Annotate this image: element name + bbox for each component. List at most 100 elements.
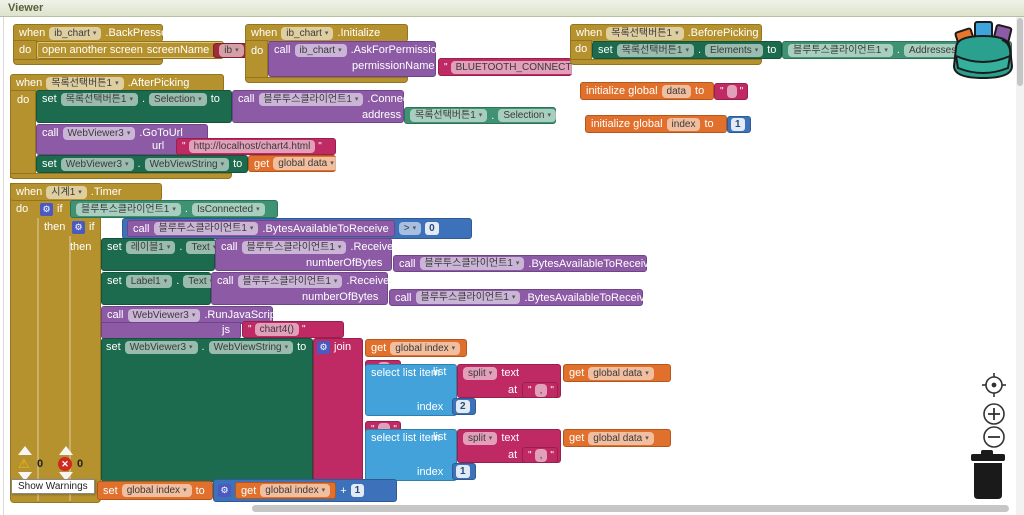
math-plus-block[interactable]: ⚙ get global index + 1 bbox=[213, 479, 397, 502]
property-dropdown[interactable]: Text bbox=[186, 241, 222, 254]
component-dropdown[interactable]: 목록선택버튼1 bbox=[46, 76, 124, 90]
block-wall[interactable] bbox=[10, 90, 36, 178]
variable-dropdown[interactable]: global data bbox=[273, 157, 339, 170]
screen-dropdown[interactable]: ib bbox=[219, 43, 244, 57]
component-dropdown[interactable]: 목록선택버튼1 bbox=[606, 26, 684, 40]
text-value[interactable]: chart4() bbox=[254, 323, 300, 336]
text-value[interactable]: , bbox=[534, 383, 548, 397]
text-value[interactable]: , bbox=[534, 448, 548, 462]
text-block-comma[interactable]: , bbox=[522, 447, 558, 463]
property-dropdown[interactable]: Elements bbox=[705, 43, 764, 57]
mutator-gear-icon[interactable]: ⚙ bbox=[40, 203, 53, 216]
set-webviewstring-header[interactable]: set WebViewer3 . WebViewString to bbox=[101, 338, 313, 356]
horizontal-scrollbar-thumb[interactable] bbox=[252, 505, 1009, 512]
call-bytesavailable-block[interactable]: call 블루투스클라이언트1 .BytesAvailableToReceive bbox=[393, 255, 655, 272]
show-warnings-tooltip[interactable]: Show Warnings bbox=[11, 479, 95, 494]
vertical-scrollbar-track[interactable] bbox=[1016, 17, 1024, 515]
mutator-gear-icon[interactable]: ⚙ bbox=[218, 484, 231, 497]
open-screen-block[interactable]: open another screen screenName ib bbox=[36, 41, 250, 59]
get-selection-block[interactable]: 목록선택버튼1 . Selection bbox=[404, 107, 556, 124]
call-receivetext-block[interactable]: call 블루투스클라이언트1 .ReceiveText bbox=[215, 238, 413, 271]
error-icon[interactable]: ✕ bbox=[58, 457, 72, 471]
property-dropdown[interactable]: WebViewString bbox=[208, 340, 294, 354]
vertical-scrollbar-thumb[interactable] bbox=[1017, 18, 1023, 86]
component-dropdown[interactable]: WebViewer3 bbox=[124, 340, 198, 354]
call-bytesavailable-block[interactable]: call 블루투스클라이언트1 .BytesAvailableToReceive bbox=[127, 220, 395, 237]
property-dropdown[interactable]: IsConnected bbox=[191, 202, 265, 216]
number-value[interactable]: 1 bbox=[456, 465, 470, 478]
component-dropdown[interactable]: Label1 bbox=[125, 275, 173, 288]
get-isconnected-block[interactable]: 블루투스클라이언트1 . IsConnected bbox=[70, 200, 278, 218]
set-elements-block[interactable]: set 목록선택버튼1 . Elements to bbox=[592, 41, 782, 59]
text-value[interactable]: BLUETOOTH_CONNECT bbox=[450, 60, 577, 74]
split-dropdown[interactable]: split bbox=[463, 432, 498, 445]
mutator-gear-icon[interactable]: ⚙ bbox=[72, 221, 85, 234]
component-dropdown[interactable]: WebViewer3 bbox=[62, 127, 136, 140]
component-dropdown[interactable]: 시계1 bbox=[46, 185, 87, 199]
component-dropdown[interactable]: 블루투스클라이언트1 bbox=[788, 43, 893, 57]
comparison-block[interactable]: call 블루투스클라이언트1 .BytesAvailableToReceive… bbox=[122, 218, 472, 239]
block-bottom[interactable] bbox=[13, 59, 163, 65]
empty-string-socket[interactable] bbox=[726, 85, 737, 98]
join-block-body[interactable] bbox=[313, 338, 363, 482]
variable-name[interactable]: index bbox=[666, 117, 701, 131]
event-block-timer[interactable]: when 시계1 .Timer bbox=[10, 183, 162, 201]
component-dropdown[interactable]: 블루투스클라이언트1 bbox=[237, 275, 343, 288]
get-global-index-block[interactable]: get global index bbox=[235, 482, 337, 499]
set-label1-text-block[interactable]: set Label1 . Text to bbox=[101, 272, 231, 305]
component-dropdown[interactable]: WebViewer3 bbox=[60, 157, 134, 171]
call-connect-block[interactable]: call 블루투스클라이언트1 .Connect bbox=[232, 90, 411, 123]
number-block[interactable]: 2 bbox=[452, 398, 476, 415]
component-dropdown[interactable]: 목록선택버튼1 bbox=[410, 109, 488, 122]
set-selection-block[interactable]: set 목록선택버튼1 . Selection to bbox=[36, 90, 232, 123]
init-global-index-block[interactable]: initialize global index to bbox=[585, 115, 727, 133]
property-dropdown[interactable]: Selection bbox=[149, 93, 207, 106]
trash-can-icon[interactable] bbox=[964, 448, 1014, 504]
set-webviewstring-block[interactable]: set WebViewer3 . WebViewString to bbox=[36, 155, 248, 173]
component-dropdown[interactable]: 블루투스클라이언트1 bbox=[153, 222, 259, 235]
component-dropdown[interactable]: 블루투스클라이언트1 bbox=[241, 241, 347, 254]
select-list-item-block[interactable]: select list item bbox=[365, 429, 457, 481]
variable-dropdown[interactable]: global index bbox=[121, 484, 192, 497]
component-dropdown[interactable]: ib_chart bbox=[294, 44, 347, 57]
set-webviewstring-block[interactable] bbox=[101, 338, 313, 482]
warning-next-arrow[interactable] bbox=[18, 472, 32, 481]
text-value[interactable]: http://localhost/chart4.html bbox=[188, 140, 316, 153]
component-dropdown[interactable]: WebViewer3 bbox=[127, 308, 201, 322]
empty-string-block[interactable] bbox=[714, 83, 748, 100]
variable-name[interactable]: data bbox=[661, 84, 692, 98]
event-block-backpressed[interactable]: when ib_chart .BackPressed bbox=[13, 24, 173, 42]
component-dropdown[interactable]: 블루투스클라이언트1 bbox=[76, 202, 181, 216]
text-block-comma[interactable]: , bbox=[522, 382, 558, 398]
component-dropdown[interactable]: 목록선택버튼1 bbox=[616, 43, 694, 57]
get-global-data-block[interactable]: get global data bbox=[248, 155, 339, 172]
set-global-index-block[interactable]: set global index to bbox=[97, 481, 213, 500]
component-dropdown[interactable]: ib_chart bbox=[49, 26, 102, 40]
mutator-gear-icon[interactable]: ⚙ bbox=[317, 341, 330, 354]
warning-prev-arrow[interactable] bbox=[18, 446, 32, 455]
number-value[interactable]: 2 bbox=[456, 400, 470, 413]
component-dropdown[interactable]: ib_chart bbox=[281, 26, 334, 40]
property-dropdown[interactable]: WebViewString bbox=[144, 157, 230, 171]
error-next-arrow[interactable] bbox=[59, 472, 73, 481]
get-global-data-block[interactable]: get global data bbox=[563, 429, 671, 447]
block-bottom[interactable] bbox=[10, 173, 232, 179]
component-dropdown[interactable]: 블루투스클라이언트1 bbox=[258, 93, 364, 106]
variable-dropdown[interactable]: global data bbox=[588, 366, 654, 380]
call-bytesavailable-block[interactable]: call 블루투스클라이언트1 .BytesAvailableToReceive bbox=[389, 289, 651, 306]
event-block-beforepicking[interactable]: when 목록선택버튼1 .BeforePicking bbox=[570, 24, 762, 42]
zoom-out-icon[interactable] bbox=[980, 423, 1008, 451]
component-dropdown[interactable]: 블루투스클라이언트1 bbox=[419, 257, 525, 270]
split-block[interactable]: split text bbox=[457, 429, 561, 463]
call-receivetext-block[interactable]: call 블루투스클라이언트1 .ReceiveText bbox=[211, 272, 409, 305]
number-value[interactable]: 1 bbox=[731, 118, 745, 131]
variable-dropdown[interactable]: global index bbox=[390, 341, 461, 355]
text-block-js[interactable]: chart4() bbox=[242, 321, 344, 338]
property-dropdown[interactable]: Text bbox=[183, 275, 219, 288]
number-block[interactable]: 1 bbox=[452, 463, 476, 480]
component-dropdown[interactable]: 목록선택버튼1 bbox=[60, 93, 138, 106]
property-dropdown[interactable]: Selection bbox=[498, 109, 556, 122]
get-global-data-block[interactable]: get global data bbox=[563, 364, 671, 382]
zoom-in-icon[interactable] bbox=[980, 400, 1008, 428]
error-prev-arrow[interactable] bbox=[59, 446, 73, 455]
